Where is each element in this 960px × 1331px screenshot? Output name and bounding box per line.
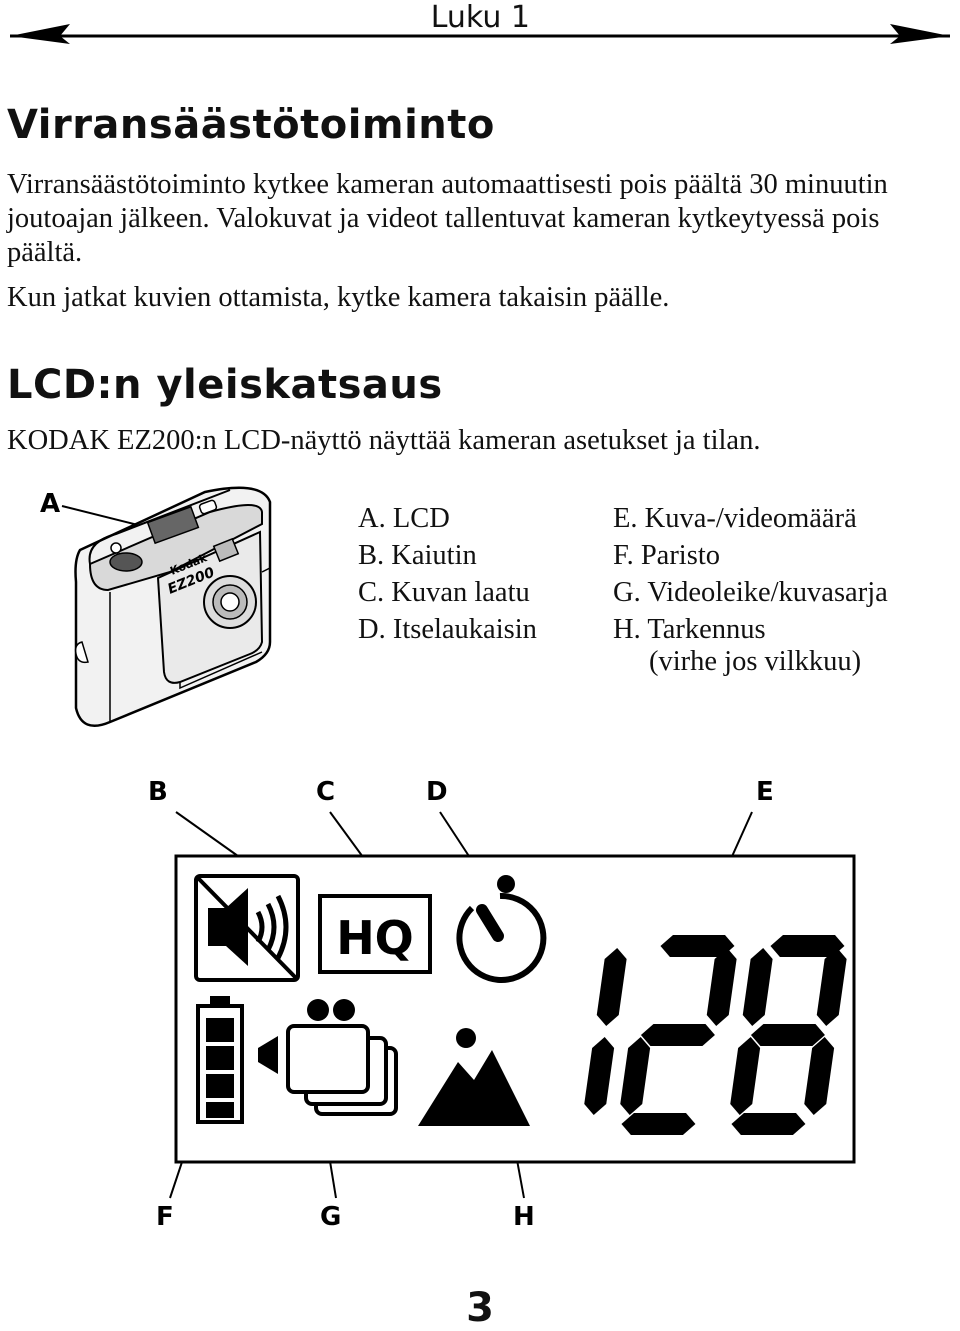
segment-f: [742, 948, 773, 1026]
picture-count-display: [584, 935, 847, 1135]
callout-g: G: [320, 1202, 341, 1232]
segment-c: [804, 1037, 835, 1115]
power-save-paragraph-2: Kun jatkat kuvien ottamista, kytke kamer…: [7, 282, 670, 313]
image-quality-icon: HQ: [318, 894, 432, 974]
page-number: 3: [466, 1285, 494, 1331]
segment-d: [621, 1113, 696, 1135]
shutter-button: [109, 552, 143, 572]
segment-d: [731, 1113, 806, 1135]
video-burst-icon: [258, 999, 398, 1116]
legend-item-continued: (virhe jos vilkkuu): [649, 646, 862, 677]
callout-h: H: [513, 1202, 535, 1232]
counter-digit: [730, 935, 847, 1135]
callout-a-label: A: [40, 489, 60, 519]
callout-c: C: [316, 777, 335, 807]
chapter-label: Luku 1: [430, 0, 530, 35]
segment-b: [706, 948, 737, 1026]
header-rule: [10, 24, 950, 44]
legend-item: C. Kuvan laatu: [358, 577, 530, 608]
quality-text: HQ: [336, 911, 414, 965]
segment-a: [770, 935, 845, 957]
strap-holder: [74, 641, 89, 664]
self-timer-icon: [456, 875, 547, 983]
legend-item: D. Itselaukaisin: [358, 614, 537, 645]
legend-right: E. Kuva-/videomäärä F. Paristo G. Videol…: [613, 500, 888, 676]
lcd-window: [146, 505, 200, 545]
legend-item: H. Tarkennus: [613, 614, 766, 645]
legend-item: B. Kaiutin: [358, 540, 477, 571]
focus-mountain-icon: [418, 1028, 530, 1126]
camera-illustration: A Kodak EZ200: [40, 486, 272, 727]
segment-g: [640, 1024, 715, 1046]
legend-left: A. LCD B. Kaiutin C. Kuvan laatu D. Itse…: [358, 500, 537, 648]
callout-d: D: [426, 777, 448, 807]
section-title-lcd-overview: LCD:n yleiskatsaus: [7, 362, 443, 408]
lcd-overview-paragraph: KODAK EZ200:n LCD-näyttö näyttää kameran…: [7, 425, 761, 456]
callout-e: E: [756, 777, 774, 807]
flash-window: [212, 537, 240, 563]
counter-digit: [620, 935, 737, 1135]
segment-c: [584, 1037, 615, 1115]
segment-a: [660, 935, 735, 957]
battery-icon: [196, 996, 244, 1124]
lens: [220, 592, 240, 612]
legend-item: F. Paristo: [613, 540, 720, 571]
segment-b: [596, 948, 627, 1026]
segment-b: [816, 948, 847, 1026]
segment-g: [750, 1024, 825, 1046]
segment-e: [620, 1037, 651, 1115]
section-title-power-save: Virransäästötoiminto: [7, 102, 495, 148]
segment-e: [730, 1037, 761, 1115]
callout-f: F: [156, 1202, 174, 1232]
legend-item: A. LCD: [358, 503, 450, 534]
counter-digit: [584, 948, 627, 1115]
legend-item: E. Kuva-/videomäärä: [613, 503, 857, 534]
callout-b: B: [148, 777, 168, 807]
speaker-icon: [194, 874, 300, 982]
power-save-paragraph: Virransäästötoiminto kytkee kameran auto…: [7, 169, 888, 268]
legend-item: G. Videoleike/kuvasarja: [613, 577, 888, 608]
